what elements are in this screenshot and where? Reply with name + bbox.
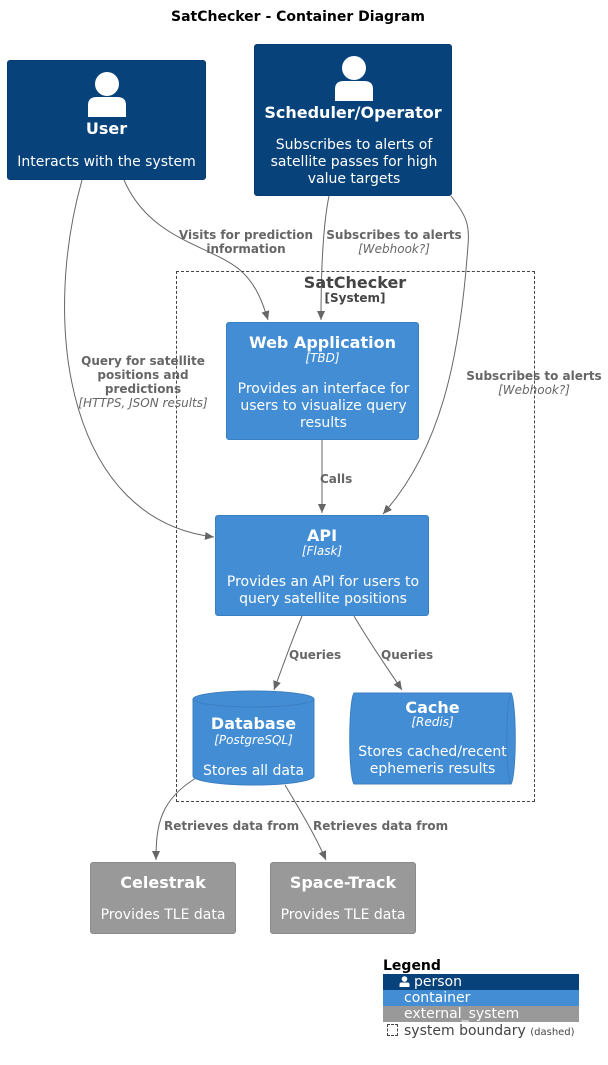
webapp-tech: [TBD] — [305, 351, 340, 365]
scheduler-desc: Subscribes to alerts of satellite passes… — [270, 137, 438, 187]
person-icon — [88, 72, 126, 117]
legend-boundary-note: (dashed) — [530, 1027, 575, 1038]
edge-label-queries-db: Queries — [289, 648, 342, 662]
spacetrack-name: Space-Track — [289, 873, 397, 892]
legend-title: Legend — [383, 958, 441, 974]
edge-scheduler-webapp — [317, 195, 330, 321]
user-name: User — [85, 119, 128, 138]
cache-queue-icon — [349, 692, 516, 785]
legend-boundary: system boundary (dashed) — [383, 1022, 579, 1040]
person-icon — [335, 56, 373, 101]
edge-label-sub-api: Subscribes to alerts [Webhook?] — [462, 369, 606, 397]
celestrak-name: Celestrak — [120, 873, 206, 892]
person-icon — [399, 976, 410, 987]
edge-label-query-tech: [HTTPS, JSON results] — [78, 396, 208, 410]
legend-boundary-label: system boundary — [404, 1023, 526, 1039]
api-desc: Provides an API for users to query satel… — [226, 574, 420, 607]
legend: Legend person container external_system … — [383, 958, 579, 1040]
edge-label-queries-cache: Queries — [381, 648, 434, 662]
cache-node[interactable]: Cache [Redis] Stores cached/recent ephem… — [348, 692, 517, 785]
edge-database-celestrak — [152, 777, 197, 861]
webapp-node[interactable]: Web Application [TBD] Provides an interf… — [226, 322, 419, 440]
edge-label-retrieves-1: Retrieves data from — [164, 819, 300, 833]
edge-label-visits: Visits for prediction information — [172, 228, 320, 256]
boundary-name: SatChecker — [303, 273, 407, 292]
database-tech: [PostgreSQL] — [214, 733, 293, 747]
scheduler-node[interactable]: Scheduler/Operator Subscribes to alerts … — [254, 44, 452, 196]
webapp-name: Web Application — [248, 333, 396, 352]
boundary-type: [System] — [324, 291, 386, 305]
edge-label-calls: Calls — [320, 472, 353, 486]
api-node[interactable]: API [Flask] Provides an API for users to… — [215, 515, 429, 616]
legend-container-label: container — [404, 990, 471, 1006]
legend-person: person — [383, 974, 579, 990]
cache-name: Cache — [405, 698, 460, 717]
edge-label-sub-api-tech: [Webhook?] — [498, 383, 570, 397]
webapp-desc: Provides an interface for users to visua… — [237, 381, 410, 431]
api-name: API — [306, 526, 338, 545]
edge-label-retrieves-2: Retrieves data from — [313, 819, 449, 833]
database-cylinder-icon — [192, 690, 315, 786]
edge-label-sub-web-tech: [Webhook?] — [358, 242, 430, 256]
legend-external: external_system — [383, 1006, 579, 1022]
database-node[interactable]: Database [PostgreSQL] Stores all data — [192, 690, 315, 786]
edge-scheduler-api — [382, 195, 469, 515]
database-name: Database — [210, 714, 297, 733]
edge-api-cache — [353, 615, 403, 691]
spacetrack-node[interactable]: Space-Track Provides TLE data — [270, 862, 416, 934]
edge-database-spacetrack — [284, 784, 327, 861]
boundary-icon — [387, 1024, 398, 1036]
celestrak-node[interactable]: Celestrak Provides TLE data — [90, 862, 236, 934]
cache-desc: Stores cached/recent ephemeris results — [358, 744, 507, 777]
edge-label-visits-text: Visits for prediction information — [178, 228, 314, 256]
edge-label-query: Query for satellite positions and predic… — [76, 354, 210, 410]
edge-label-sub-api-text: Subscribes to alerts — [466, 369, 602, 383]
scheduler-name: Scheduler/Operator — [264, 103, 442, 122]
user-node[interactable]: User Interacts with the system — [7, 60, 206, 180]
user-desc: Interacts with the system — [17, 154, 196, 170]
spacetrack-desc: Provides TLE data — [280, 907, 406, 923]
edge-user-webapp — [123, 179, 270, 321]
api-tech: [Flask] — [301, 544, 343, 558]
diagram-title: SatChecker - Container Diagram — [170, 9, 426, 25]
legend-external-label: external_system — [404, 1006, 520, 1022]
edge-label-query-text: Query for satellite positions and predic… — [81, 354, 205, 396]
system-boundary — [176, 271, 535, 802]
edge-label-sub-web-text: Subscribes to alerts — [326, 228, 462, 242]
edge-user-api — [64, 179, 215, 540]
edge-label-sub-web: Subscribes to alerts [Webhook?] — [322, 228, 466, 256]
legend-person-label: person — [414, 974, 462, 990]
celestrak-desc: Provides TLE data — [100, 907, 226, 923]
cache-tech: [Redis] — [411, 715, 454, 729]
edge-api-database — [273, 615, 303, 691]
database-desc: Stores all data — [202, 763, 305, 779]
legend-container: container — [383, 990, 579, 1006]
